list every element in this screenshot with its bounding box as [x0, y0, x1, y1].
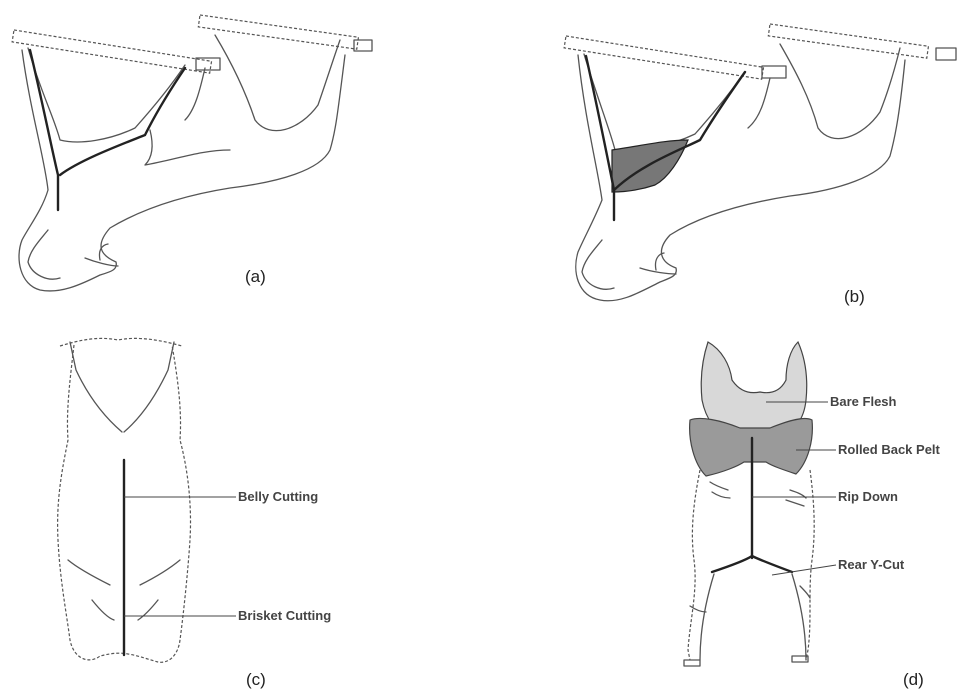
- gambrel-bar-front: [12, 30, 220, 73]
- carcass-top: [60, 338, 182, 346]
- callout-brisket-cutting: Brisket Cutting: [238, 608, 331, 623]
- carcass-leg-back: [185, 35, 340, 131]
- panel-a: (a): [12, 15, 372, 291]
- cut-line-left-leg: [30, 50, 58, 210]
- carcass-leg-front: [28, 48, 185, 142]
- panel-c: Belly Cutting Brisket Cutting (c): [58, 338, 332, 689]
- panel-d-label: (d): [903, 670, 924, 689]
- gambrel-bar-back: [768, 24, 956, 60]
- panel-a-label: (a): [245, 267, 266, 286]
- panel-b-label: (b): [844, 287, 865, 306]
- fur-texture-right: [786, 490, 810, 598]
- callout-bare-flesh: Bare Flesh: [830, 394, 897, 409]
- panel-c-label: (c): [246, 670, 266, 689]
- fur-texture-left: [690, 482, 730, 612]
- leader-rear-y-cut: [772, 565, 836, 575]
- panel-b: (b): [564, 24, 956, 306]
- carcass-leg-back: [748, 44, 900, 139]
- callout-belly-cutting: Belly Cutting: [238, 489, 318, 504]
- callout-rear-y-cut: Rear Y-Cut: [838, 557, 905, 572]
- carcass-belly: [145, 130, 230, 165]
- gambrel-bar-back: [198, 15, 372, 51]
- hind-leg-left: [70, 342, 122, 432]
- hoof-left: [684, 660, 700, 666]
- gambrel-bar-front: [564, 36, 786, 79]
- shaded-region: [612, 140, 688, 192]
- hind-leg-right: [124, 342, 174, 432]
- callout-rip-down: Rip Down: [838, 489, 898, 504]
- inner-legs: [700, 574, 806, 660]
- carcass-leg-front: [584, 54, 745, 150]
- panel-d: Bare Flesh Rolled Back Pelt Rip Down Rea…: [684, 342, 941, 689]
- cut-line-right-leg: [60, 68, 185, 175]
- callout-rolled-back-pelt: Rolled Back Pelt: [838, 442, 941, 457]
